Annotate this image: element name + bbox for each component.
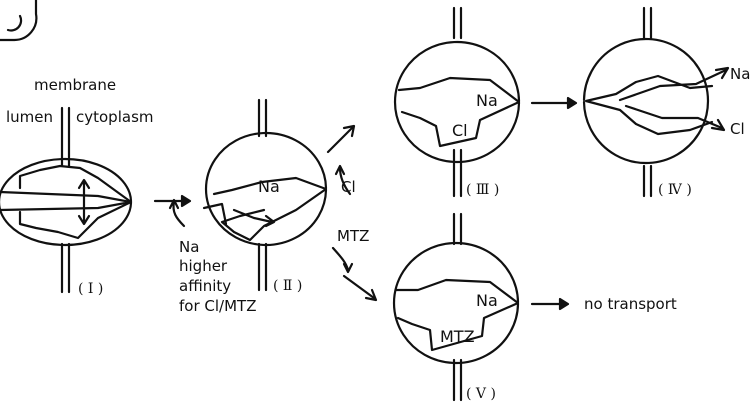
cl-flow-arrow bbox=[328, 128, 352, 152]
transporter-body bbox=[584, 39, 708, 163]
transporter-state-3 bbox=[395, 8, 519, 196]
state-4-label: ( Ⅳ ) bbox=[658, 182, 692, 198]
release-channel-na bbox=[620, 70, 726, 100]
arrowhead bbox=[568, 98, 576, 108]
affinity-label: affinity bbox=[179, 277, 231, 295]
higher-label: higher bbox=[179, 257, 228, 275]
state-1-label: ( I ) bbox=[78, 281, 103, 297]
mtz-flow-arrow bbox=[344, 276, 374, 298]
entry-channel bbox=[0, 192, 131, 210]
transporter-body bbox=[395, 42, 519, 162]
mtz-bound-label: MTZ bbox=[440, 327, 475, 346]
membrane-label: membrane bbox=[34, 76, 116, 94]
binding-pocket bbox=[20, 166, 131, 238]
cl-bound-label: Cl bbox=[452, 121, 468, 140]
transporter-state-5 bbox=[394, 214, 518, 400]
cytoplasm-label: cytoplasm bbox=[76, 108, 154, 126]
for-cl-mtz-label: for Cl/MTZ bbox=[179, 297, 256, 315]
cl-label: Cl bbox=[341, 178, 356, 196]
state-5-label: ( Ⅴ ) bbox=[466, 386, 496, 402]
transporter-state-4 bbox=[584, 8, 728, 196]
arrowhead bbox=[182, 196, 190, 206]
na-released-label: Na bbox=[730, 65, 750, 83]
na-label: Na bbox=[179, 238, 199, 256]
pocket-arrow bbox=[79, 180, 89, 224]
state-3-label: ( Ⅲ ) bbox=[466, 182, 499, 198]
cl-released-label: Cl bbox=[730, 120, 745, 138]
transporter-body bbox=[0, 159, 131, 245]
transporter-state-1 bbox=[0, 108, 131, 292]
na-bound-label: Na bbox=[476, 291, 498, 310]
mtz-label: MTZ bbox=[337, 227, 369, 245]
arrowhead bbox=[560, 299, 568, 309]
state-2-label: ( Ⅱ ) bbox=[273, 278, 302, 294]
panel-marker-fragment bbox=[0, 0, 36, 40]
na-bound-label: Na bbox=[476, 91, 498, 110]
lumen-label: lumen bbox=[6, 108, 53, 126]
no-transport-label: no transport bbox=[584, 295, 677, 313]
na-bound-label: Na bbox=[258, 177, 280, 196]
